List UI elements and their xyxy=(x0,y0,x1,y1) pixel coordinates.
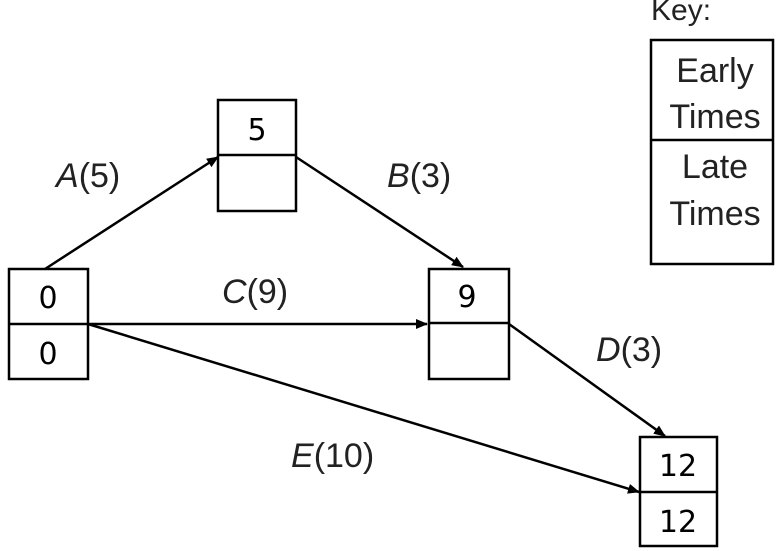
node-middle-early-time: 9 xyxy=(457,280,476,315)
key-early-line1: Early xyxy=(676,52,753,90)
activity-b-arrow xyxy=(295,155,464,269)
node-top-early-time: 5 xyxy=(247,113,266,148)
node-start: 0 0 xyxy=(7,267,90,381)
node-start-early-time: 0 xyxy=(38,281,57,316)
key-early-line2: Times xyxy=(669,98,760,136)
node-top: 5 xyxy=(216,98,298,213)
node-start-late-time: 0 xyxy=(38,337,57,372)
key-late-line2: Times xyxy=(669,195,760,233)
activity-b-label: B(3) xyxy=(387,157,451,195)
activity-d-arrow xyxy=(508,322,666,438)
activity-e-arrow xyxy=(87,322,640,494)
activity-a-label: A(5) xyxy=(54,157,120,195)
activity-d-label: D(3) xyxy=(596,331,662,369)
node-end-late-time: 12 xyxy=(659,505,697,540)
activity-c-label: C(9) xyxy=(222,273,288,311)
node-middle: 9 xyxy=(427,267,511,381)
activity-a-arrow xyxy=(44,155,219,271)
key-title: Key: xyxy=(651,0,711,27)
key-legend: Key: Early Times Late Times xyxy=(649,0,775,266)
node-end-early-time: 12 xyxy=(659,449,697,484)
activity-e-label: E(10) xyxy=(291,437,374,475)
key-late-line1: Late xyxy=(682,148,748,186)
node-end: 12 12 xyxy=(638,435,719,548)
